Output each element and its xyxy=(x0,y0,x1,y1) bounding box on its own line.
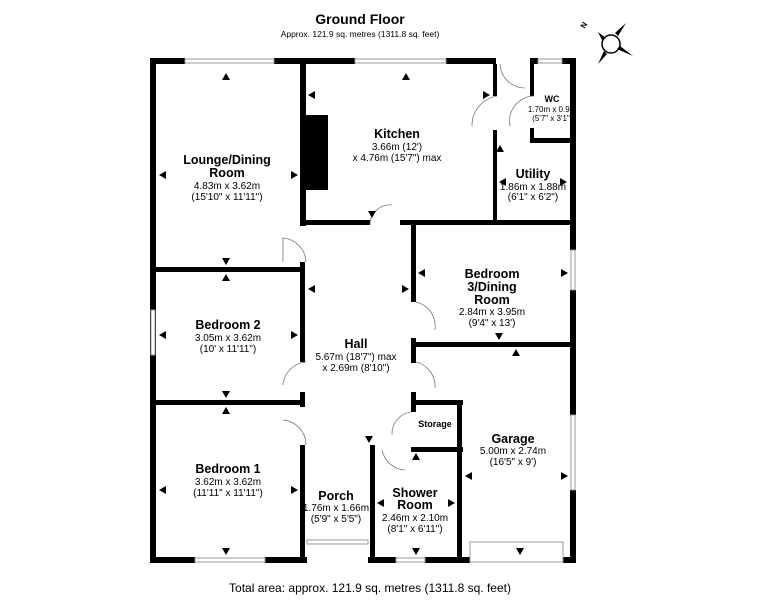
plan-title: Ground Floor xyxy=(315,11,405,27)
svg-text:1.86m x 1.88m: 1.86m x 1.88m xyxy=(500,182,566,193)
svg-text:Bedroom 1: Bedroom 1 xyxy=(195,462,260,476)
svg-text:(5'9" x 5'5"): (5'9" x 5'5") xyxy=(311,514,361,525)
windows xyxy=(150,58,576,563)
room-storage: Storage xyxy=(418,419,452,429)
measurement-arrows xyxy=(159,73,568,555)
svg-text:3.05m x 3.62m: 3.05m x 3.62m xyxy=(195,333,261,344)
svg-text:Kitchen: Kitchen xyxy=(374,127,420,141)
svg-text:(15'10" x 11'11"): (15'10" x 11'11") xyxy=(191,192,262,203)
svg-text:(10' x 11'11"): (10' x 11'11") xyxy=(200,344,256,355)
svg-text:3/Dining: 3/Dining xyxy=(467,280,516,294)
svg-text:4.83m x 3.62m: 4.83m x 3.62m xyxy=(194,181,260,192)
svg-text:Storage: Storage xyxy=(418,419,452,429)
svg-text:5.00m x 2.74m: 5.00m x 2.74m xyxy=(480,446,546,457)
room-porch: Porch 1.76m x 1.66m (5'9" x 5'5") xyxy=(303,489,369,525)
svg-text:2.46m x 2.10m: 2.46m x 2.10m xyxy=(382,513,448,524)
doors xyxy=(282,63,535,471)
svg-text:3.62m x 3.62m: 3.62m x 3.62m xyxy=(195,477,261,488)
svg-text:Porch: Porch xyxy=(318,489,353,503)
total-area: Total area: approx. 121.9 sq. metres (13… xyxy=(229,581,511,595)
svg-text:Utility: Utility xyxy=(516,167,551,181)
svg-text:5.67m (18'7") max: 5.67m (18'7") max xyxy=(315,352,396,363)
svg-text:(5'7" x 3'1": (5'7" x 3'1" xyxy=(532,114,570,123)
svg-text:Bedroom: Bedroom xyxy=(465,267,520,281)
svg-text:2.84m x 3.95m: 2.84m x 3.95m xyxy=(459,307,525,318)
svg-text:(16'5" x 9'): (16'5" x 9') xyxy=(490,457,537,468)
room-kitchen: Kitchen 3.66m (12') x 4.76m (15'7") max xyxy=(353,127,442,164)
room-bedroom-1: Bedroom 1 3.62m x 3.62m (11'11" x 11'11"… xyxy=(193,462,263,499)
svg-text:Shower: Shower xyxy=(392,486,437,500)
svg-text:Lounge/Dining: Lounge/Dining xyxy=(183,153,270,167)
svg-text:Room: Room xyxy=(397,498,432,512)
room-wc: WC 1.70m x 0.94 (5'7" x 3'1" xyxy=(528,94,575,123)
svg-text:Hall: Hall xyxy=(345,337,368,351)
room-bedroom-3: Bedroom 3/Dining Room 2.84m x 3.95m (9'4… xyxy=(459,267,525,329)
room-bedroom-2: Bedroom 2 3.05m x 3.62m (10' x 11'11") xyxy=(195,318,261,355)
svg-text:Garage: Garage xyxy=(491,432,534,446)
svg-text:1.70m x 0.94: 1.70m x 0.94 xyxy=(528,105,575,114)
svg-text:Bedroom 2: Bedroom 2 xyxy=(195,318,260,332)
svg-text:(6'1" x 6'2"): (6'1" x 6'2") xyxy=(508,192,558,203)
svg-text:3.66m (12'): 3.66m (12') xyxy=(372,142,422,153)
svg-text:(11'11" x 11'11"): (11'11" x 11'11") xyxy=(193,488,263,499)
room-lounge-dining: Lounge/Dining Room 4.83m x 3.62m (15'10"… xyxy=(183,153,270,203)
compass-north-label: N xyxy=(579,20,590,30)
svg-text:WC: WC xyxy=(545,94,560,104)
svg-text:1.76m x 1.66m: 1.76m x 1.66m xyxy=(303,503,369,514)
room-hall: Hall 5.67m (18'7") max x 2.69m (8'10") xyxy=(315,337,396,374)
room-utility: Utility 1.86m x 1.88m (6'1" x 6'2") xyxy=(500,167,566,203)
plan-subtitle: Approx. 121.9 sq. metres (1311.8 sq. fee… xyxy=(281,29,440,39)
room-garage: Garage 5.00m x 2.74m (16'5" x 9') xyxy=(480,432,546,468)
svg-text:x 2.69m (8'10"): x 2.69m (8'10") xyxy=(322,363,389,374)
room-shower: Shower Room 2.46m x 2.10m (8'1" x 6'11") xyxy=(382,486,448,535)
svg-text:(8'1" x 6'11"): (8'1" x 6'11") xyxy=(387,524,442,535)
svg-text:Room: Room xyxy=(209,166,244,180)
compass-icon: N xyxy=(579,20,633,64)
svg-text:(9'4" x 13'): (9'4" x 13') xyxy=(469,318,516,329)
svg-text:x 4.76m (15'7") max: x 4.76m (15'7") max xyxy=(353,153,442,164)
svg-text:Room: Room xyxy=(474,293,509,307)
